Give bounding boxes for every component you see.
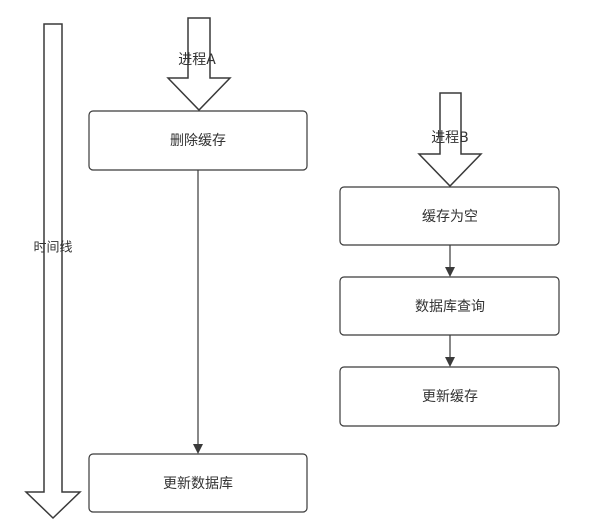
process-b-step-3-label: 更新缓存 (422, 389, 478, 405)
timeline-arrow (24, 23, 82, 520)
process-a-title: 进程A (178, 52, 216, 68)
process-a-step-2-label: 更新数据库 (163, 476, 233, 492)
process-b-step-2-label: 数据库查询 (415, 299, 485, 315)
process-b-step-1-label: 缓存为空 (422, 209, 478, 225)
process-b-title: 进程B (431, 130, 469, 146)
process-a-step-delete-cache: 删除缓存 (88, 110, 308, 171)
process-a-connector (193, 170, 203, 454)
process-a-step-update-db: 更新数据库 (88, 453, 308, 513)
process-a-arrow (166, 17, 232, 112)
process-b-connector-1 (445, 245, 455, 277)
process-b-step-update-cache: 更新缓存 (339, 366, 560, 427)
process-b-connector-2 (445, 335, 455, 367)
process-a-step-1-label: 删除缓存 (170, 133, 226, 149)
timeline-label: 时间线 (33, 241, 72, 256)
process-b-arrow (417, 92, 483, 188)
process-b-step-cache-empty: 缓存为空 (339, 186, 560, 246)
process-b-step-db-query: 数据库查询 (339, 276, 560, 336)
